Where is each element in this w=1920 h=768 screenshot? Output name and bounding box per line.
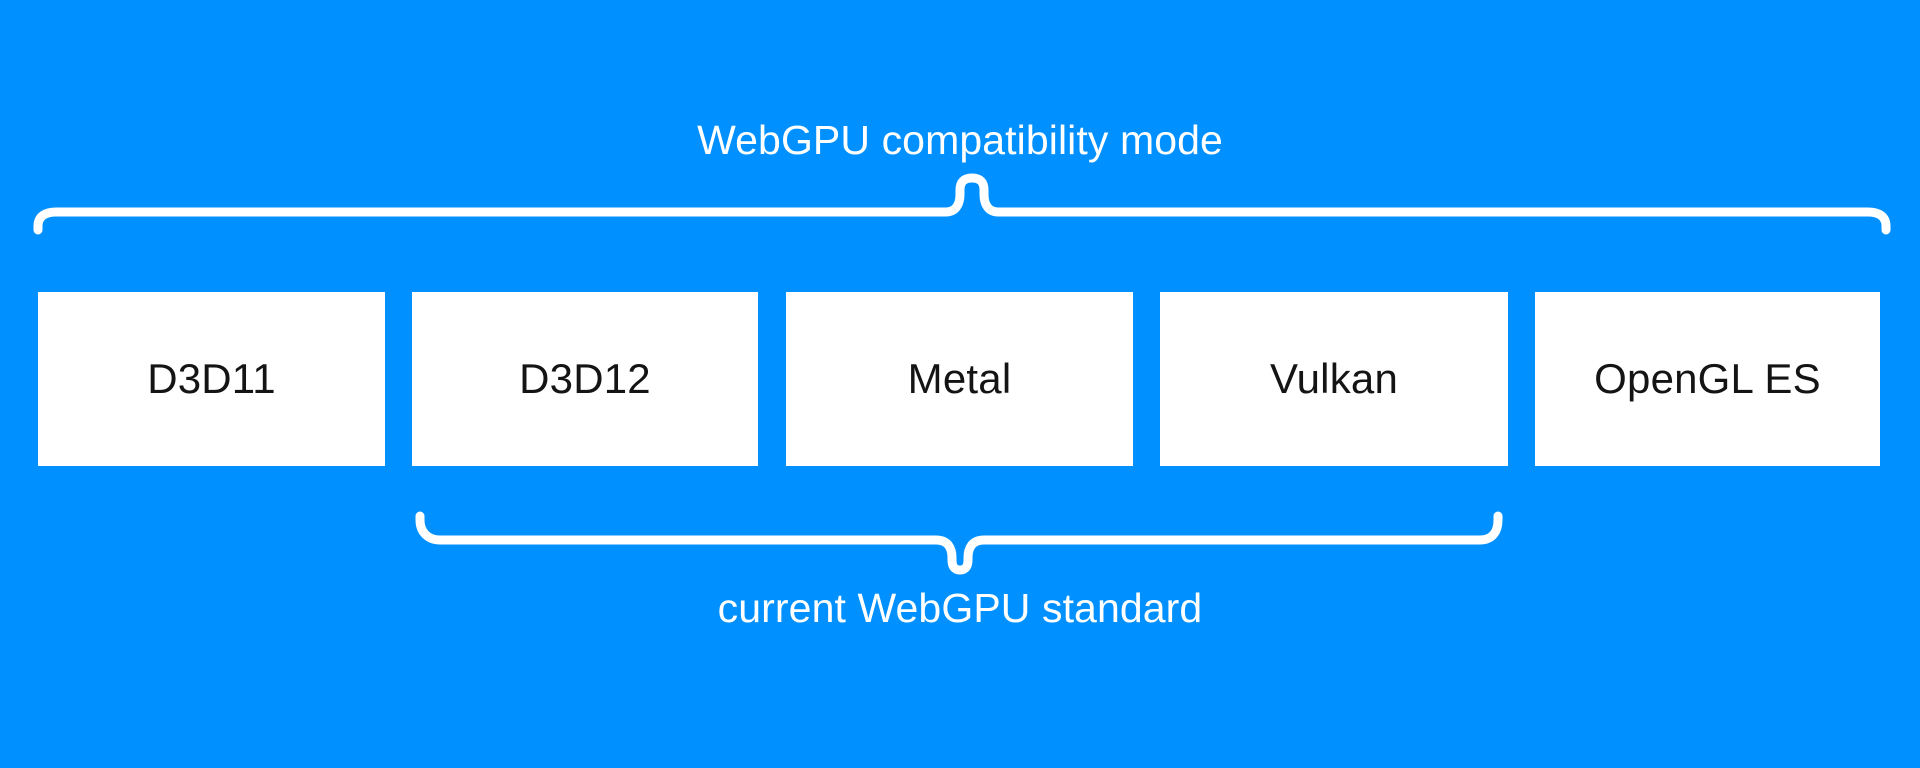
api-box-label: D3D12	[519, 355, 651, 402]
bottom-bracket-icon	[415, 511, 1503, 575]
api-box-metal[interactable]: Metal	[786, 292, 1133, 466]
api-box-label: Vulkan	[1269, 355, 1399, 402]
api-box-label: Metal	[907, 355, 1012, 402]
api-box-d3d12[interactable]: D3D12	[412, 292, 758, 466]
top-bracket	[30, 173, 1894, 235]
api-boxes-row: D3D11 D3D12 Metal Vulkan OpenGL ES	[0, 292, 1920, 466]
api-box-label: OpenGL ES	[1594, 355, 1821, 402]
top-bracket-label: WebGPU compatibility mode	[697, 117, 1223, 163]
top-bracket-icon	[33, 173, 1891, 235]
api-box-label: D3D11	[147, 355, 276, 402]
api-box-opengl-es[interactable]: OpenGL ES	[1535, 292, 1880, 466]
bottom-bracket	[412, 510, 1506, 575]
api-box-d3d11[interactable]: D3D11	[38, 292, 385, 466]
api-box-vulkan[interactable]: Vulkan	[1160, 292, 1508, 466]
bottom-bracket-label: current WebGPU standard	[717, 585, 1203, 631]
